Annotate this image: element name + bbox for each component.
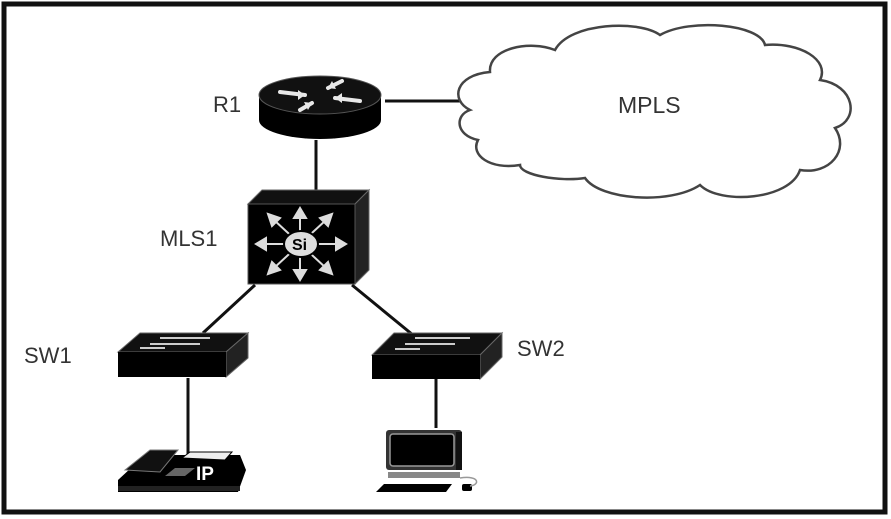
multilayer-switch-icon bbox=[246, 188, 371, 286]
mpls-label: MPLS bbox=[618, 92, 681, 118]
link-mls1-sw1 bbox=[201, 283, 257, 335]
mls1-label: MLS1 bbox=[160, 226, 217, 251]
ip-phone-icon bbox=[118, 449, 246, 492]
cloud-icon bbox=[457, 23, 852, 199]
switch-sw2[interactable]: SW2 bbox=[370, 331, 565, 381]
link-mls1-sw2 bbox=[351, 283, 414, 337]
switch-sw1[interactable]: SW1 bbox=[24, 331, 250, 379]
links bbox=[186, 99, 460, 455]
pc-icon bbox=[376, 430, 478, 492]
ip-badge: IP bbox=[196, 464, 214, 485]
sw2-label: SW2 bbox=[517, 336, 565, 361]
ip-phone[interactable]: IP bbox=[118, 449, 246, 492]
router-icon bbox=[258, 75, 382, 139]
mpls-cloud[interactable]: MPLS bbox=[457, 23, 852, 199]
switch-icon bbox=[116, 331, 250, 379]
switch-icon bbox=[370, 331, 504, 381]
sw1-label: SW1 bbox=[24, 343, 72, 368]
multilayer-switch-mls1[interactable]: MLS1 Si bbox=[160, 188, 371, 286]
router-r1[interactable]: R1 bbox=[213, 75, 382, 139]
si-badge: Si bbox=[292, 237, 307, 254]
r1-label: R1 bbox=[213, 92, 241, 117]
workstation-pc[interactable] bbox=[376, 430, 478, 492]
